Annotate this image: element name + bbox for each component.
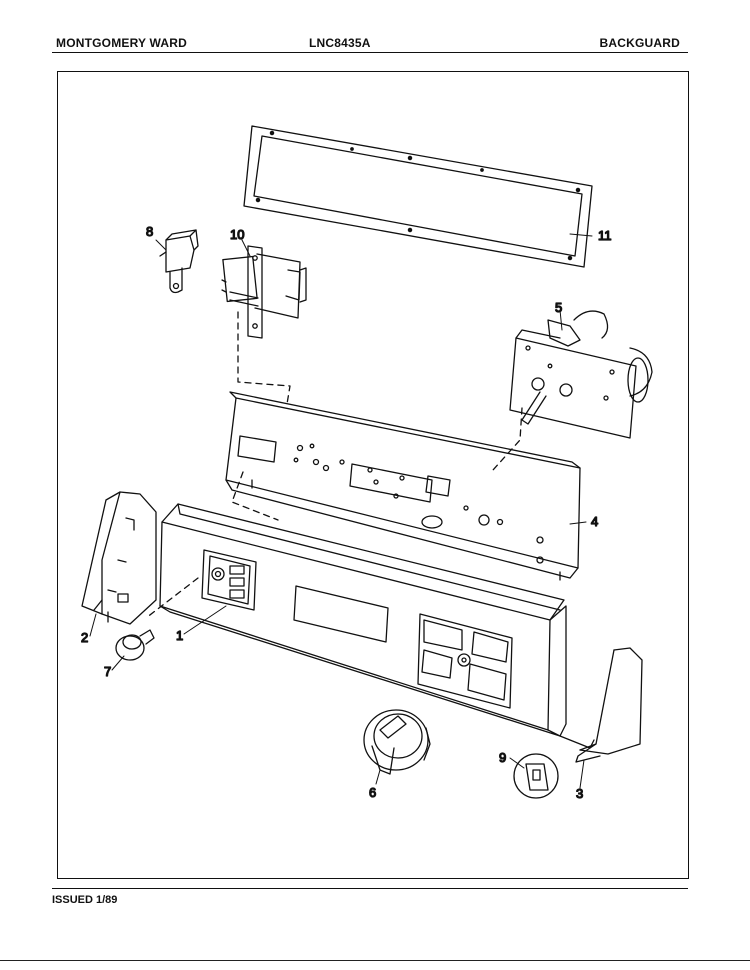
- model-number: LNC8435A: [309, 36, 371, 50]
- assembly-guide-lines: [145, 311, 523, 619]
- part-infinite-switch: [221, 245, 307, 339]
- part-backguard-panel: [159, 503, 595, 749]
- diagram-frame: [57, 71, 689, 879]
- part-left-end-cap: [81, 491, 157, 625]
- part-small-knob: [115, 629, 155, 661]
- header-rule: [52, 52, 688, 53]
- callout-4: 4: [591, 514, 598, 529]
- part-dial-knob: [363, 709, 431, 775]
- callout-8: 8: [146, 224, 153, 239]
- section-title: BACKGUARD: [599, 36, 680, 50]
- part-switch: [159, 229, 199, 294]
- callout-7: 7: [104, 664, 111, 679]
- part-right-end-cap: [575, 647, 643, 763]
- callout-2: 2: [81, 630, 88, 645]
- callout-9: 9: [499, 750, 506, 765]
- callout-11: 11: [598, 228, 612, 243]
- part-inner-panel: [225, 391, 581, 581]
- footer-rule: [52, 888, 688, 889]
- callout-10: 10: [230, 227, 244, 242]
- part-timer: [509, 310, 653, 439]
- leader-lines: [89, 233, 593, 789]
- manufacturer-label: MONTGOMERY WARD: [56, 36, 187, 50]
- part-gasket: [243, 125, 593, 268]
- callout-5: 5: [555, 300, 562, 315]
- page-bottom-rule: [0, 960, 750, 961]
- part-clip-detail: [513, 753, 559, 799]
- issue-date: ISSUED 1/89: [52, 894, 118, 906]
- callout-6: 6: [369, 785, 376, 800]
- callout-3: 3: [576, 786, 583, 801]
- callout-1: 1: [176, 628, 183, 643]
